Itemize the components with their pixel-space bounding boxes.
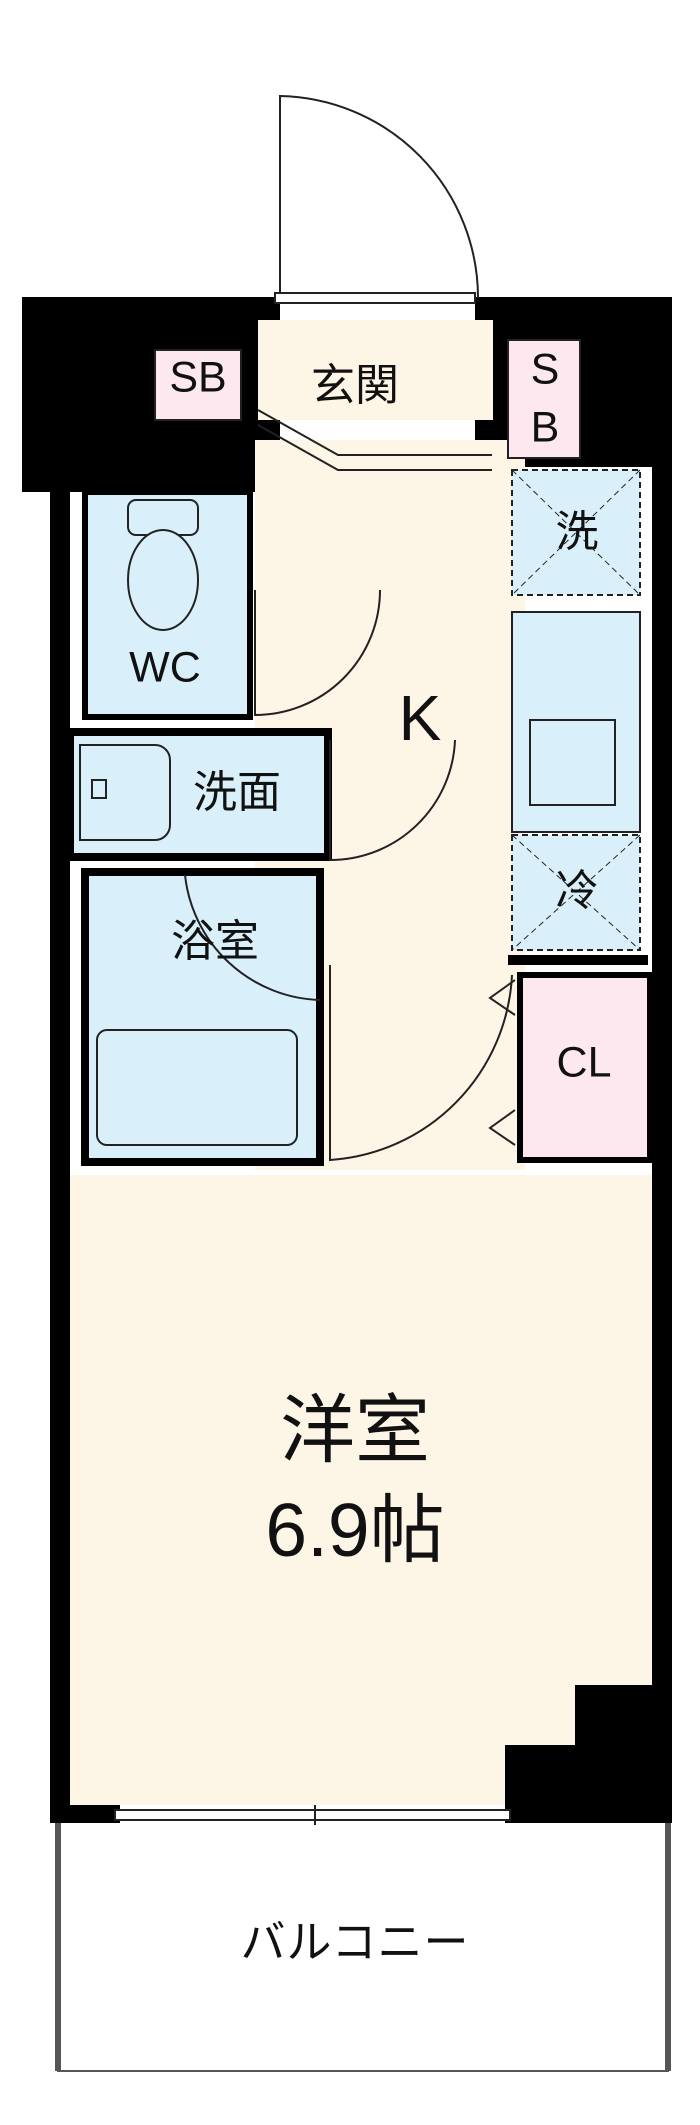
wall-left xyxy=(50,460,70,1818)
kitchen-counter xyxy=(511,611,641,833)
washroom-label: 洗面 xyxy=(193,768,281,817)
entrance-label: 玄関 xyxy=(311,361,399,410)
shoebox-left-area xyxy=(154,349,242,421)
shoebox-right-label-2: B xyxy=(530,403,560,452)
corner-pillar xyxy=(505,1685,652,1818)
bathroom-label: 浴室 xyxy=(171,917,259,966)
balcony-window xyxy=(114,1809,511,1821)
wall-right xyxy=(652,460,672,1818)
closet-area xyxy=(517,972,653,1163)
western-room-label: 洋室 xyxy=(279,1387,431,1472)
shoebox-left-label: SB xyxy=(169,353,227,402)
bathtub xyxy=(96,1029,298,1146)
laundry-label: 洗 xyxy=(555,508,599,557)
western-room-size: 6.9帖 xyxy=(265,1487,445,1572)
western-room-floor xyxy=(70,1175,652,1805)
kitchen-label: K xyxy=(398,682,442,754)
shoebox-right-label-1: S xyxy=(530,345,560,394)
balcony-area xyxy=(57,1817,669,2072)
shoebox-right-area xyxy=(507,339,581,459)
entrance-floor xyxy=(258,320,493,420)
toilet-label: WC xyxy=(129,643,201,692)
entrance-door-swing xyxy=(279,94,479,299)
wall-bottom-left xyxy=(50,1805,120,1823)
closet-label: CL xyxy=(556,1038,612,1087)
balcony-label: バルコニー xyxy=(240,1916,470,1968)
fridge-label: 冷 xyxy=(555,867,599,916)
laundry-area xyxy=(511,469,641,596)
